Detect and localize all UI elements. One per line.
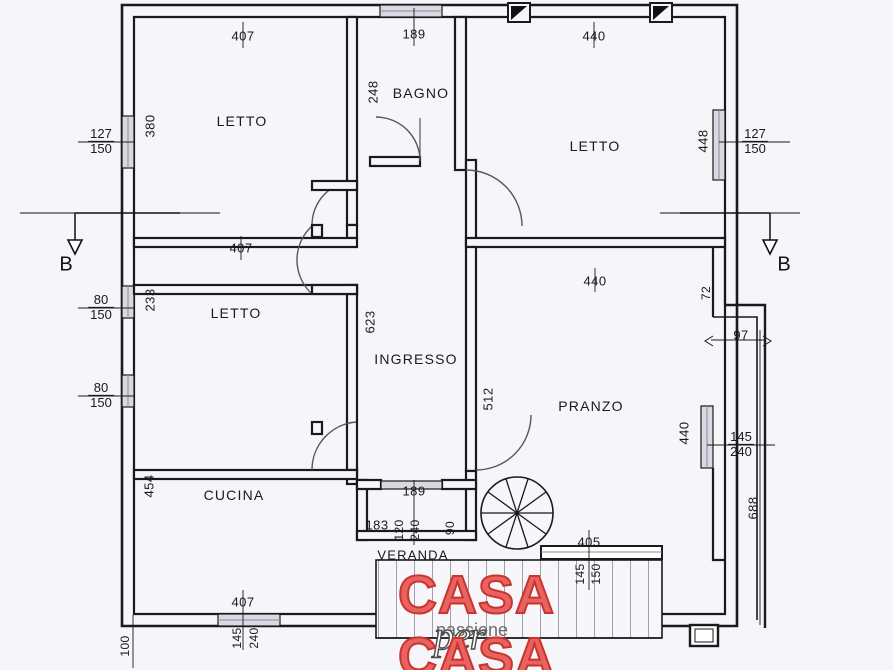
terrace-steps bbox=[375, 545, 663, 639]
dimension-veranda-90: 90 bbox=[443, 520, 457, 536]
opening-width: 145 bbox=[728, 428, 754, 445]
dimension-veranda-183: 183 bbox=[365, 517, 389, 533]
opening-width: 127 bbox=[742, 125, 768, 142]
pillar-symbol-right bbox=[649, 2, 673, 23]
opening-label-window-right: 145 240 bbox=[728, 430, 754, 458]
pillar-symbol-left bbox=[507, 2, 531, 23]
opening-height: 150 bbox=[90, 306, 112, 322]
dimension-top-left-407: 407 bbox=[231, 28, 255, 44]
opening-label-window-bottom-left: 80 150 bbox=[88, 381, 114, 409]
opening-height: 150 bbox=[90, 140, 112, 156]
dimension-pranzo-72: 72 bbox=[699, 285, 713, 301]
dimension-left-100: 100 bbox=[118, 635, 132, 657]
dimension-letto-ml-233: 233 bbox=[142, 288, 158, 312]
opening-width: 80 bbox=[88, 293, 114, 308]
dimension-ingresso-512: 512 bbox=[480, 387, 496, 411]
dimension-letto-tl-380: 380 bbox=[142, 114, 158, 138]
dimension-bottom-240: 240 bbox=[247, 627, 261, 649]
dimension-ingresso-623: 623 bbox=[362, 310, 378, 334]
dimension-terrace-405: 405 bbox=[577, 534, 601, 550]
opening-height: 240 bbox=[730, 443, 752, 459]
utility-box-icon bbox=[688, 623, 720, 648]
dimension-cucina-454: 454 bbox=[141, 474, 157, 498]
opening-label-window-mid-left: 80 150 bbox=[88, 293, 114, 321]
right-wall-windows bbox=[700, 109, 726, 469]
opening-width: 127 bbox=[88, 125, 114, 142]
dimension-right-688: 688 bbox=[745, 496, 761, 520]
dimension-top-right-440: 440 bbox=[582, 28, 606, 44]
dimension-leaders bbox=[78, 8, 790, 668]
opening-height: 150 bbox=[744, 140, 766, 156]
section-line-bb bbox=[20, 212, 800, 256]
dimension-veranda-120: 120 bbox=[392, 519, 406, 541]
dimension-mid-left-407: 407 bbox=[229, 240, 253, 256]
dimension-terrace-150: 150 bbox=[589, 563, 603, 585]
corridor-flare-walls bbox=[310, 179, 359, 436]
dimension-veranda-189: 189 bbox=[402, 483, 426, 499]
dimension-bottom-407: 407 bbox=[231, 594, 255, 610]
section-marker-b-right: B bbox=[777, 253, 791, 276]
opening-width: 80 bbox=[88, 381, 114, 396]
dimension-letto-tr-448: 448 bbox=[695, 129, 711, 153]
dimension-bagno-189: 189 bbox=[402, 26, 426, 42]
dimension-bottom-145: 145 bbox=[230, 627, 244, 649]
spiral-staircase bbox=[480, 476, 554, 550]
internal-walls bbox=[132, 15, 727, 542]
opening-label-window-top-left: 127 150 bbox=[88, 127, 114, 155]
bottom-wall-window-cucina bbox=[217, 613, 281, 627]
left-wall-windows bbox=[121, 115, 135, 408]
right-balcony-outline bbox=[711, 247, 767, 628]
dimension-terrace-145: 145 bbox=[573, 563, 587, 585]
dimension-veranda-240: 240 bbox=[408, 519, 422, 541]
dimension-pranzo-440-right: 440 bbox=[676, 421, 692, 445]
dimension-pranzo-97: 97 bbox=[733, 327, 749, 343]
top-wall-window-bagno bbox=[379, 4, 443, 18]
opening-height: 150 bbox=[90, 394, 112, 410]
dimension-pranzo-440-top: 440 bbox=[583, 273, 607, 289]
opening-label-window-top-right: 127 150 bbox=[742, 127, 768, 155]
section-marker-b-left: B bbox=[59, 253, 73, 276]
dimension-bagno-248: 248 bbox=[365, 80, 381, 104]
